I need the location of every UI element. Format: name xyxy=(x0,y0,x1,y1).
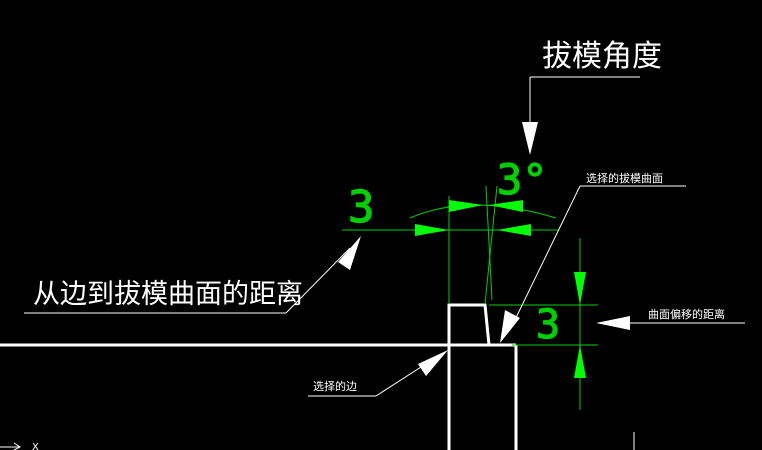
selected-edge-label: 选择的边 xyxy=(313,379,357,393)
annotation-arrowheads xyxy=(338,122,630,376)
vertical-dim-value[interactable]: 3 xyxy=(535,301,560,348)
angle-arc xyxy=(409,204,557,219)
horizontal-dim-value[interactable]: 3 xyxy=(347,181,375,233)
angle-dim-value[interactable]: 3° xyxy=(496,154,548,204)
draft-angle-label: 拔模角度 xyxy=(542,39,662,74)
selected-draft-face-label: 选择的拔模曲面 xyxy=(586,171,663,185)
distance-edge-to-face-label: 从边到拔模曲面的距离 xyxy=(33,279,303,310)
ucs-x-label: X xyxy=(32,442,39,450)
dimension-geometry xyxy=(342,185,598,410)
part-geometry xyxy=(0,303,635,450)
annotation-leaders xyxy=(24,76,745,397)
dimension-arrowheads xyxy=(415,200,586,378)
draft-profile[interactable] xyxy=(447,303,491,346)
ucs-icon: X xyxy=(0,442,39,450)
face-offset-distance-label: 曲面偏移的距离 xyxy=(648,307,725,321)
